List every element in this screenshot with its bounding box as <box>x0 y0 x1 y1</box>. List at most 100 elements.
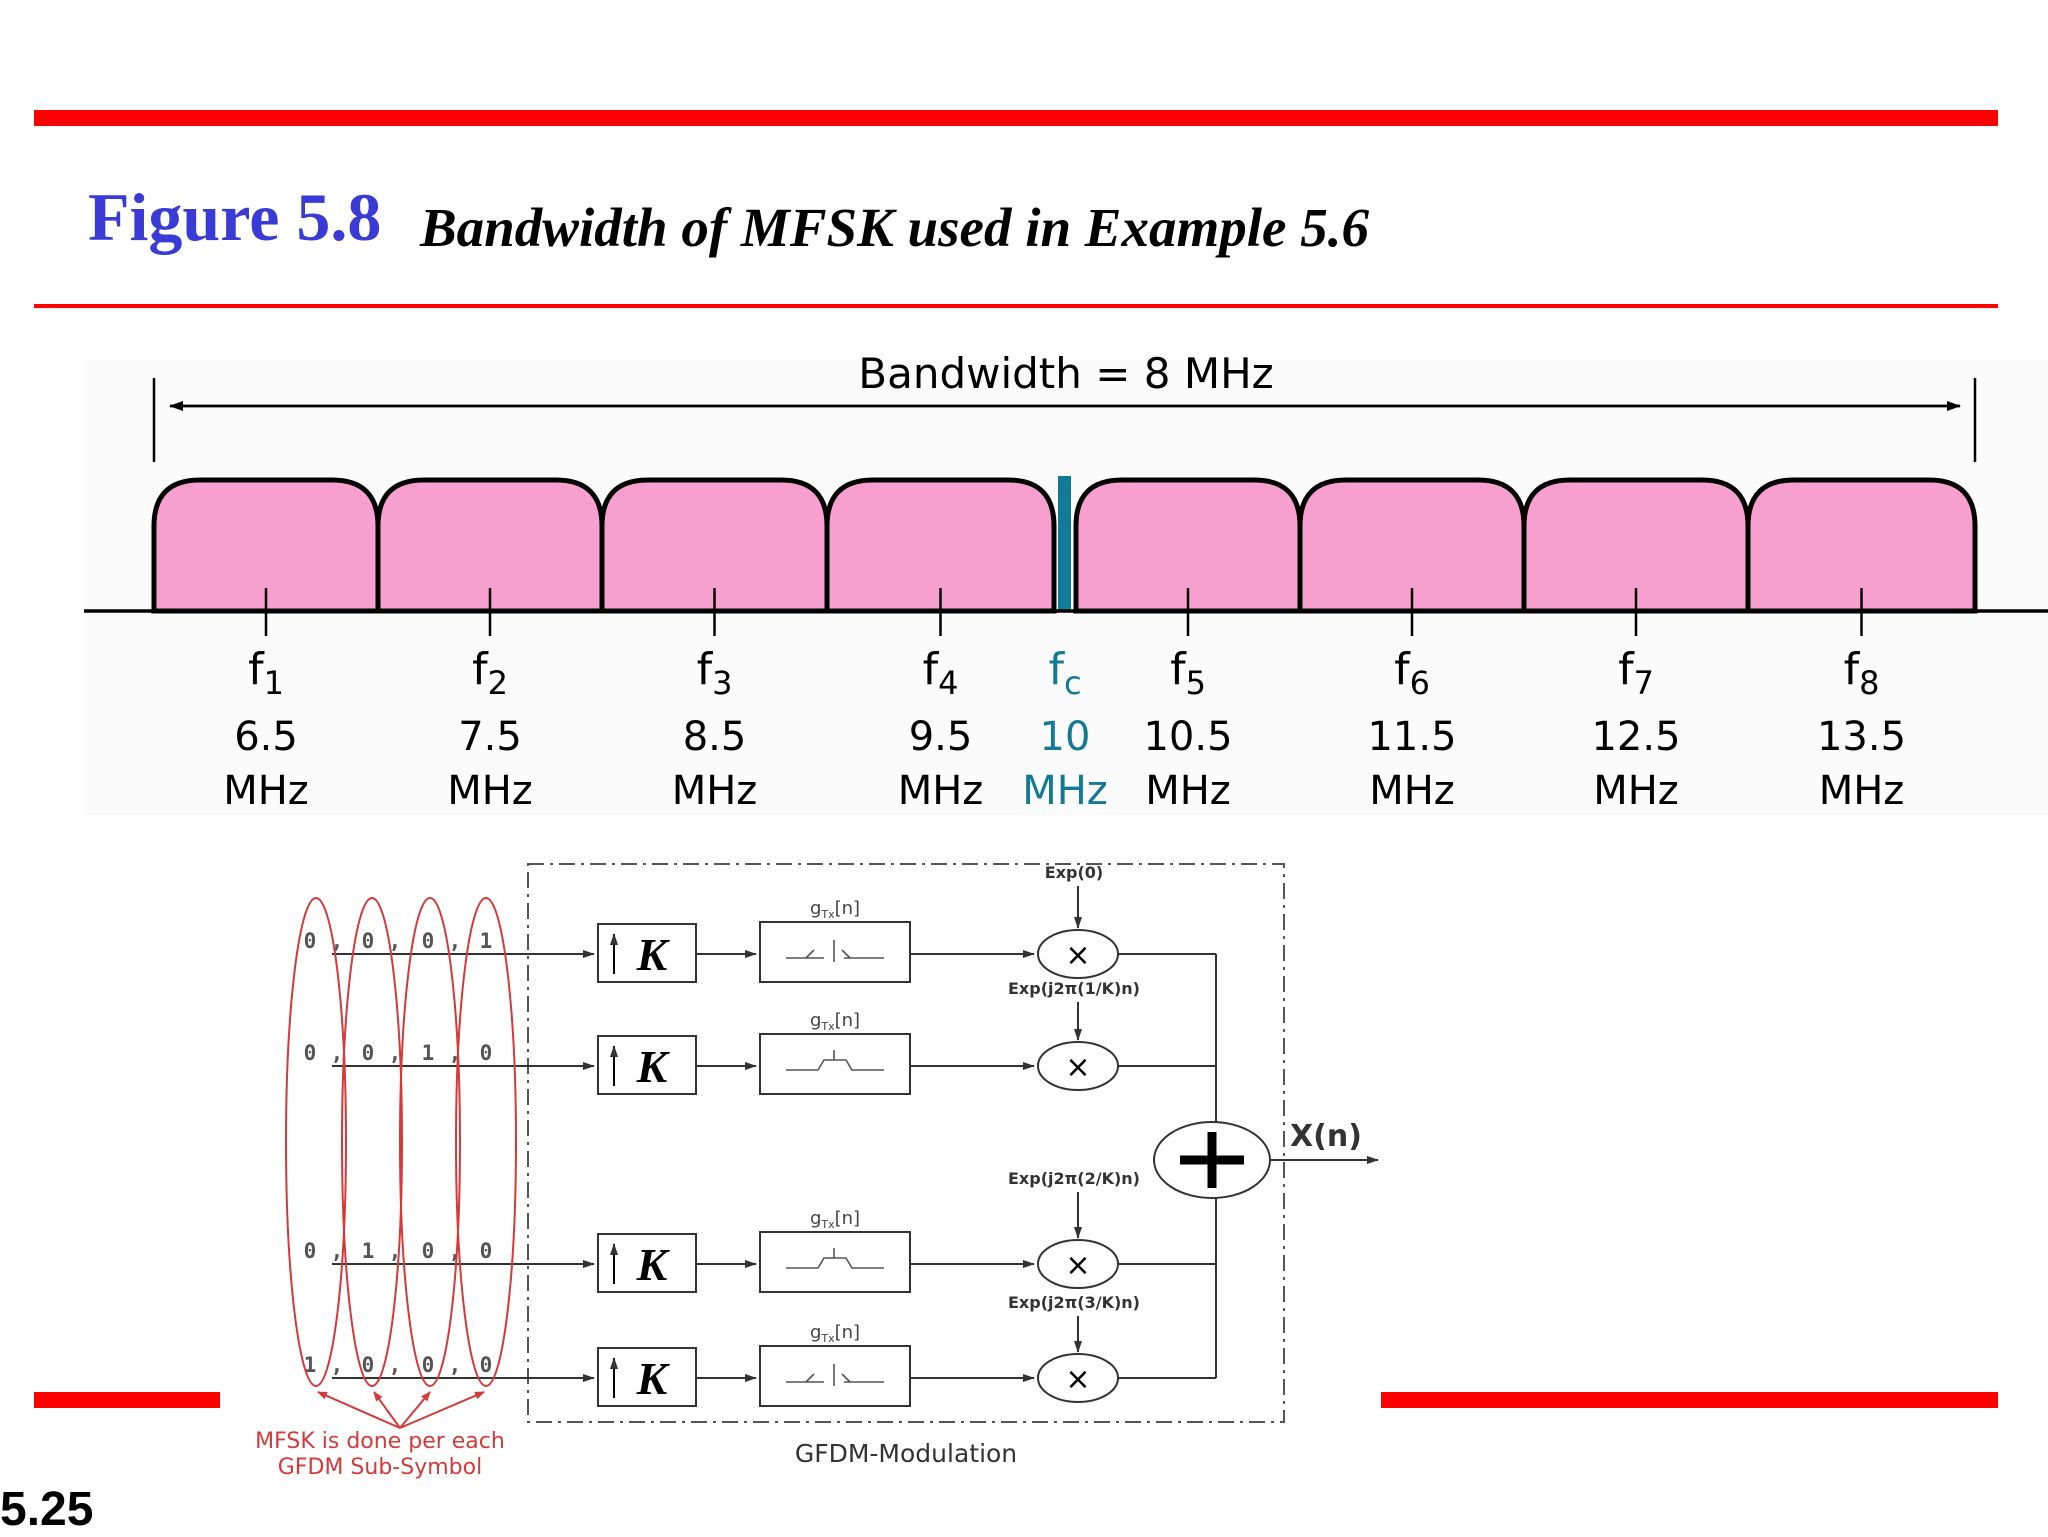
bit-value: 1 <box>304 1353 317 1377</box>
band-name-3: f3 <box>697 644 733 702</box>
upsample-factor: K <box>636 1041 671 1092</box>
exp-label-2: Exp(j2π(1/K)n) <box>1008 979 1140 998</box>
multiply-icon: × <box>1065 1248 1090 1283</box>
upsample-factor: K <box>636 929 671 980</box>
gfdm-block-title: GFDM-Modulation <box>795 1439 1017 1468</box>
upsample-factor: K <box>636 1239 671 1290</box>
bit-separator: , <box>331 1041 344 1065</box>
band-name-8: f8 <box>1844 644 1880 702</box>
bit-value: 0 <box>304 1239 317 1263</box>
bit-value: 0 <box>480 1353 493 1377</box>
band-6 <box>1297 477 1527 614</box>
mfsk-spectrum-diagram: Bandwidth = 8 MHz f16.5MHzf27.5MHzf38.5M… <box>84 349 2048 815</box>
band-value-6: 11.5 <box>1367 714 1456 760</box>
bit-value: 0 <box>304 1041 317 1065</box>
band-unit-3: MHz <box>672 768 758 814</box>
bit-value: 0 <box>422 929 435 953</box>
bit-column-ellipse-3 <box>399 897 461 1387</box>
bit-separator: , <box>449 1041 462 1065</box>
annotation-arrow-4 <box>399 1391 485 1429</box>
band-value-4: 9.5 <box>909 714 973 760</box>
annotation-arrow-2 <box>373 1391 401 1429</box>
bit-value: 1 <box>422 1041 435 1065</box>
band-name-5: f5 <box>1170 644 1206 702</box>
filter-block <box>759 1033 911 1095</box>
band-4 <box>824 477 1057 614</box>
frequency-bands <box>151 477 1978 614</box>
bit-value: 0 <box>362 929 375 953</box>
bit-value: 0 <box>362 1041 375 1065</box>
band-unit-5: MHz <box>1145 768 1231 814</box>
band-unit-carrier: MHz <box>1022 768 1108 814</box>
band-unit-4: MHz <box>898 768 984 814</box>
band-name-7: f7 <box>1618 644 1654 702</box>
filter-block <box>759 1231 911 1293</box>
pulse-shape-icon <box>786 940 884 962</box>
annotation-line-1: MFSK is done per each <box>255 1429 505 1454</box>
band-value-2: 7.5 <box>458 714 522 760</box>
bit-column-ellipse-1 <box>285 897 347 1387</box>
annotation-line-2: GFDM Sub-Symbol <box>278 1455 482 1480</box>
band-value-carrier: 10 <box>1040 714 1091 760</box>
bit-column-ellipse-2 <box>341 897 403 1387</box>
filter-label: gTx[n] <box>810 1208 860 1231</box>
bit-value: 0 <box>480 1239 493 1263</box>
bit-value: 1 <box>362 1239 375 1263</box>
bit-separator: , <box>389 929 402 953</box>
bit-value: 0 <box>422 1239 435 1263</box>
band-7 <box>1521 477 1751 614</box>
pulse-shape-icon <box>786 1364 884 1386</box>
multiply-icon: × <box>1065 1050 1090 1085</box>
carrier-line <box>1058 476 1071 612</box>
band-unit-7: MHz <box>1593 768 1679 814</box>
band-labels: f16.5MHzf27.5MHzf38.5MHzf49.5MHzf510.5MH… <box>223 588 1906 814</box>
band-unit-6: MHz <box>1369 768 1455 814</box>
filter-label: gTx[n] <box>810 1010 860 1033</box>
multiply-icon: × <box>1065 938 1090 973</box>
bit-separator: , <box>449 929 462 953</box>
bit-separator: , <box>331 1353 344 1377</box>
bit-separator: , <box>389 1353 402 1377</box>
bit-value: 0 <box>480 1041 493 1065</box>
title-underline <box>34 304 1998 308</box>
band-name-2: f2 <box>472 644 508 702</box>
band-value-8: 13.5 <box>1817 714 1906 760</box>
band-2 <box>375 477 605 614</box>
figure-label: Figure 5.8 <box>88 179 382 255</box>
annotation-arrow-3 <box>399 1391 431 1429</box>
band-name-1: f1 <box>248 644 284 702</box>
figure-caption: Bandwidth of MFSK used in Example 5.6 <box>420 197 1369 258</box>
bit-separator: , <box>389 1041 402 1065</box>
pulse-shape-icon <box>786 1050 884 1071</box>
exp-label-4: Exp(j2π(3/K)n) <box>1008 1293 1140 1312</box>
band-value-5: 10.5 <box>1143 714 1232 760</box>
bit-value: 0 <box>304 929 317 953</box>
band-1 <box>151 477 381 614</box>
bit-separator: , <box>331 1239 344 1263</box>
annotation-arrow-1 <box>317 1391 401 1429</box>
band-3 <box>599 477 830 614</box>
band-value-1: 6.5 <box>234 714 298 760</box>
filter-block <box>759 1345 911 1407</box>
page-number: 5.25 <box>0 1483 94 1536</box>
band-unit-2: MHz <box>447 768 533 814</box>
bandwidth-label: Bandwidth = 8 MHz <box>858 349 1273 398</box>
bit-separator: , <box>449 1353 462 1377</box>
filter-block <box>759 921 911 983</box>
band-name-6: f6 <box>1394 644 1430 702</box>
band-unit-8: MHz <box>1819 768 1905 814</box>
mfsk-grouping-ellipses: MFSK is done per each GFDM Sub-Symbol <box>255 897 517 1480</box>
bit-value: 0 <box>422 1353 435 1377</box>
band-5 <box>1073 477 1303 614</box>
band-8 <box>1745 477 1978 614</box>
filter-label: gTx[n] <box>810 898 860 921</box>
bottom-red-rule-right <box>1381 1392 1998 1408</box>
bottom-red-rule-left <box>34 1392 220 1408</box>
